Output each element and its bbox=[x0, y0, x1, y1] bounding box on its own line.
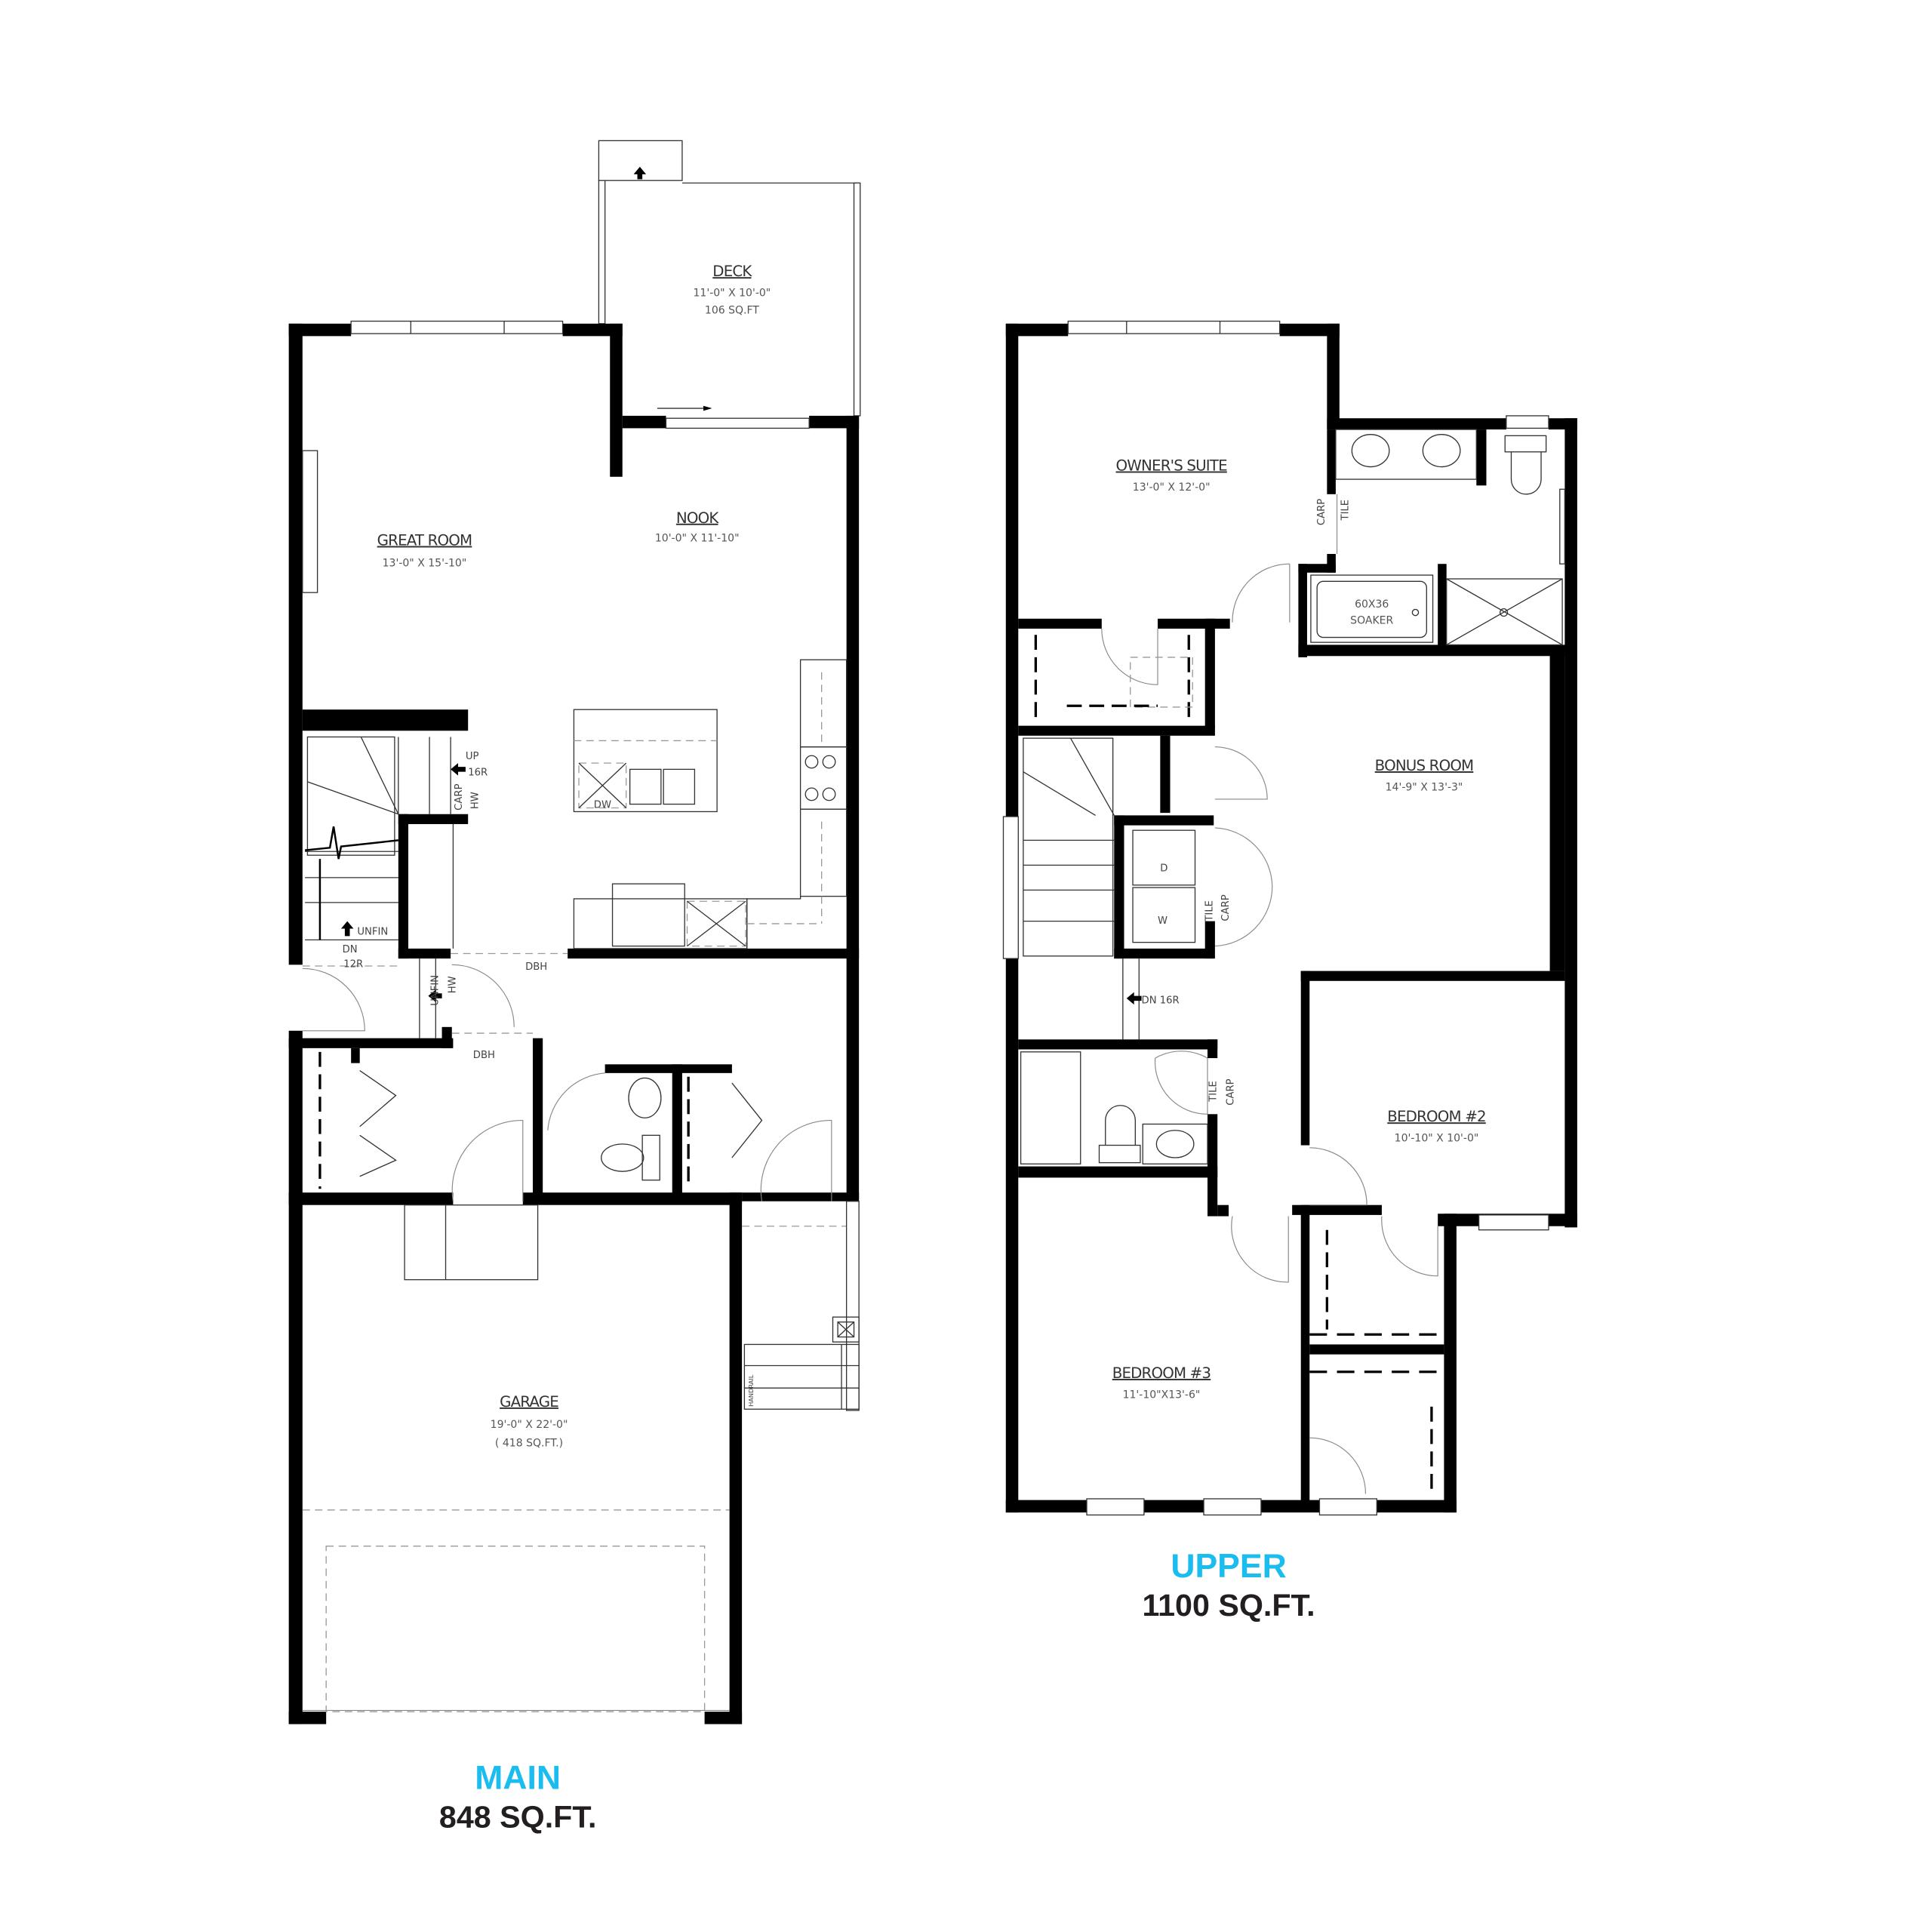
dbh-label-1: DBH bbox=[525, 961, 547, 973]
washer-label: W bbox=[1158, 915, 1168, 927]
toilet-icon bbox=[641, 1134, 660, 1181]
kitchen: DW bbox=[573, 659, 848, 949]
main-level-area: 848 SQ.FT. bbox=[439, 1799, 596, 1834]
main-stairs: UP 16R CARP HW UNFIN DN 12R UNFIN HW DBH… bbox=[302, 736, 568, 1061]
arrow-left-icon bbox=[1126, 992, 1142, 1005]
owners-suite-label: OWNER'S SUITE bbox=[1116, 457, 1228, 475]
great-room-label: GREAT ROOM bbox=[377, 531, 472, 549]
great-room-dims: 13'-0" X 15'-10" bbox=[383, 558, 467, 570]
arrow-left-icon bbox=[428, 989, 442, 1002]
floor-carp-label: CARP bbox=[1316, 499, 1327, 525]
nook-dims: 10'-0" X 11'-10" bbox=[655, 533, 740, 545]
arrow-up-icon bbox=[340, 921, 354, 937]
upper-walls bbox=[1005, 323, 1577, 1513]
garage-label: GARAGE bbox=[500, 1393, 558, 1411]
garage-dims: 19'-0" X 22'-0" bbox=[491, 1419, 568, 1431]
floor-carp-label: CARP bbox=[1220, 894, 1232, 921]
garage: GARAGE 19'-0" X 22'-0" ( 418 SQ.FT.) bbox=[302, 1393, 730, 1712]
sink-icon bbox=[628, 1077, 662, 1118]
stair-up-risers: 16R bbox=[468, 768, 488, 779]
main-level-title: MAIN bbox=[475, 1759, 561, 1796]
floor-tile-label: TILE bbox=[1204, 900, 1216, 922]
upper-closets: DN 16R D W TILE CARP bbox=[1023, 628, 1273, 1040]
nook-label: NOOK bbox=[676, 509, 719, 527]
deck-dims: 11'-0" X 10'-0" bbox=[694, 288, 771, 300]
floor-carp-label: CARP bbox=[1226, 1078, 1237, 1105]
bedroom3-label: BEDROOM #3 bbox=[1112, 1364, 1211, 1382]
toilet-icon bbox=[1098, 1144, 1141, 1164]
sink-icon bbox=[1422, 434, 1461, 468]
upper-level-area: 1100 SQ.FT. bbox=[1142, 1588, 1315, 1623]
stair-dn-risers: 12R bbox=[343, 959, 363, 971]
bedroom2-dims: 10'-10" X 10'-0" bbox=[1395, 1133, 1479, 1145]
deck: DECK 11'-0" X 10'-0" 106 SQ.FT bbox=[598, 140, 861, 417]
shower bbox=[1446, 578, 1563, 646]
garage-area: ( 418 SQ.FT.) bbox=[495, 1438, 563, 1450]
sink-icon bbox=[629, 768, 662, 805]
bedroom2-label: BEDROOM #2 bbox=[1387, 1108, 1485, 1125]
floor-hw-label: HW bbox=[469, 792, 481, 809]
floor-tile-label: TILE bbox=[1340, 500, 1351, 521]
arrow-up-icon bbox=[633, 167, 647, 180]
main-bath: TILE CARP bbox=[1020, 1051, 1237, 1164]
unfin-label: UNFIN bbox=[357, 927, 388, 938]
bedroom3-dims: 11'-10"X13'-6" bbox=[1123, 1389, 1201, 1401]
owners-suite-dims: 13'-0" X 12'-0" bbox=[1133, 481, 1211, 494]
stair-dn-label: DN bbox=[343, 944, 358, 955]
bonus-room-dims: 14'-9" X 13'-3" bbox=[1386, 781, 1463, 793]
dbh-label-2: DBH bbox=[473, 1050, 495, 1061]
unfin-label-2: UNFIN bbox=[430, 975, 441, 1006]
stair-up-label: UP bbox=[466, 751, 479, 762]
range-icon bbox=[799, 746, 848, 810]
floor-tile-label: TILE bbox=[1208, 1081, 1220, 1103]
upper-windows bbox=[1002, 320, 1549, 1516]
washer bbox=[1132, 887, 1196, 943]
floor-hw-label-2: HW bbox=[448, 976, 459, 993]
toilet-icon bbox=[1504, 435, 1547, 453]
bonus-room-label: BONUS ROOM bbox=[1375, 757, 1474, 774]
dishwasher-label: DW bbox=[594, 800, 611, 811]
main-windows bbox=[302, 320, 810, 593]
main-doors: HANDRAIL bbox=[302, 964, 860, 1411]
sink-icon bbox=[1351, 434, 1390, 468]
bedroom-doors bbox=[1231, 1147, 1444, 1494]
handrail-label: HANDRAIL bbox=[747, 1374, 755, 1407]
soaker-label: SOAKER bbox=[1350, 614, 1393, 626]
stair-dn-label: DN 16R bbox=[1142, 995, 1180, 1006]
dryer bbox=[1132, 829, 1196, 886]
soaker-size: 60X36 bbox=[1355, 598, 1389, 611]
main-walls bbox=[288, 323, 860, 1724]
floor-carp-label: CARP bbox=[454, 783, 465, 810]
deck-area: 106 SQ.FT bbox=[705, 305, 759, 317]
main-floor-plan: DECK 11'-0" X 10'-0" 106 SQ.FT bbox=[288, 140, 861, 1834]
bathtub-icon bbox=[1020, 1051, 1081, 1164]
upper-floor-plan: 60X36 SOAKER CARP TILE DN 16R D bbox=[1002, 320, 1577, 1623]
deck-label: DECK bbox=[712, 263, 752, 280]
ensuite: 60X36 SOAKER CARP TILE bbox=[1232, 429, 1566, 646]
sink-icon bbox=[1155, 1130, 1195, 1158]
dryer-label: D bbox=[1160, 863, 1168, 875]
arrow-left-icon bbox=[451, 763, 466, 776]
upper-level-title: UPPER bbox=[1171, 1548, 1286, 1585]
